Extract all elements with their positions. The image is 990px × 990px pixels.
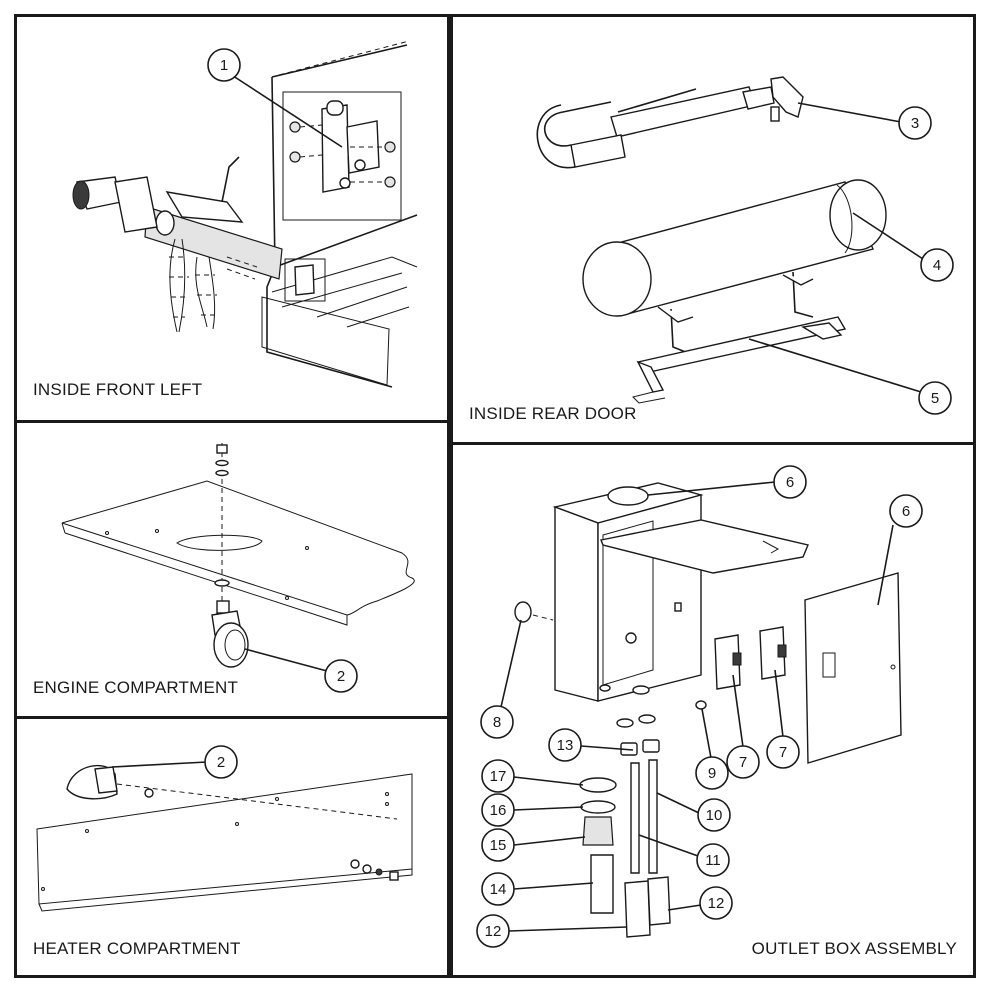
callout-6-box-number: 6 (786, 474, 794, 491)
callout-13-number: 13 (557, 737, 574, 754)
callout-1-leader: 1 (207, 48, 343, 148)
panel-engine-compartment: 2 ENGINE COMPARTMENT (14, 420, 450, 719)
engine-compartment-callouts: 2 (244, 648, 358, 693)
outlet-box-assembly-callouts: 6 6 7 7 8 9 13 17 16 15 (476, 465, 923, 948)
heater-compartment-callouts: 2 (111, 745, 238, 779)
panel-label-outlet-box-assembly: OUTLET BOX ASSEMBLY (751, 939, 957, 958)
panel-label-inside-rear-door: INSIDE REAR DOOR (469, 404, 637, 423)
panel-label-inside-front-left: INSIDE FRONT LEFT (33, 380, 203, 399)
callout-4-number: 4 (933, 257, 941, 274)
heater-compartment-drawing (36, 764, 413, 912)
engine-compartment-drawing (61, 443, 415, 668)
panel-outlet-box-assembly: 6 6 7 7 8 9 13 17 16 15 (450, 442, 976, 978)
panel-label-heater-compartment: HEATER COMPARTMENT (33, 939, 241, 958)
inside-rear-door-drawing (536, 76, 887, 404)
callout-11-number: 11 (705, 852, 721, 869)
outlet-box-assembly-drawing (514, 482, 902, 938)
panel-heater-compartment: 2 HEATER COMPARTMENT (14, 716, 450, 978)
callout-2-engine-number: 2 (337, 668, 345, 685)
callout-3-number: 3 (911, 115, 919, 132)
callout-7-b-number: 7 (779, 744, 787, 761)
callout-2-heater-number: 2 (217, 754, 225, 771)
callout-8-number: 8 (493, 714, 501, 731)
callout-9-number: 9 (708, 765, 716, 782)
inside-front-left-drawing (72, 40, 418, 388)
callout-12-b-number: 12 (708, 895, 725, 912)
callout-6-cover-number: 6 (902, 503, 910, 520)
callout-14-number: 14 (490, 881, 507, 898)
panel-inside-front-left: 1 INSIDE FRONT LEFT (14, 14, 450, 423)
inside-rear-door-callouts: 3 4 5 (748, 102, 954, 415)
panel-inside-rear-door: 3 4 5 INSIDE REAR DOOR (450, 14, 976, 445)
callout-15-number: 15 (490, 837, 507, 854)
panel-label-engine-compartment: ENGINE COMPARTMENT (33, 678, 239, 697)
callout-17-number: 17 (490, 768, 507, 785)
callout-16-number: 16 (490, 802, 507, 819)
callout-12-a-number: 12 (485, 923, 502, 940)
callout-bubble (207, 48, 241, 82)
callout-5-number: 5 (931, 390, 939, 407)
callout-7-a-number: 7 (739, 754, 747, 771)
callout-1-number: 1 (220, 57, 228, 74)
callout-10-number: 10 (706, 807, 723, 824)
